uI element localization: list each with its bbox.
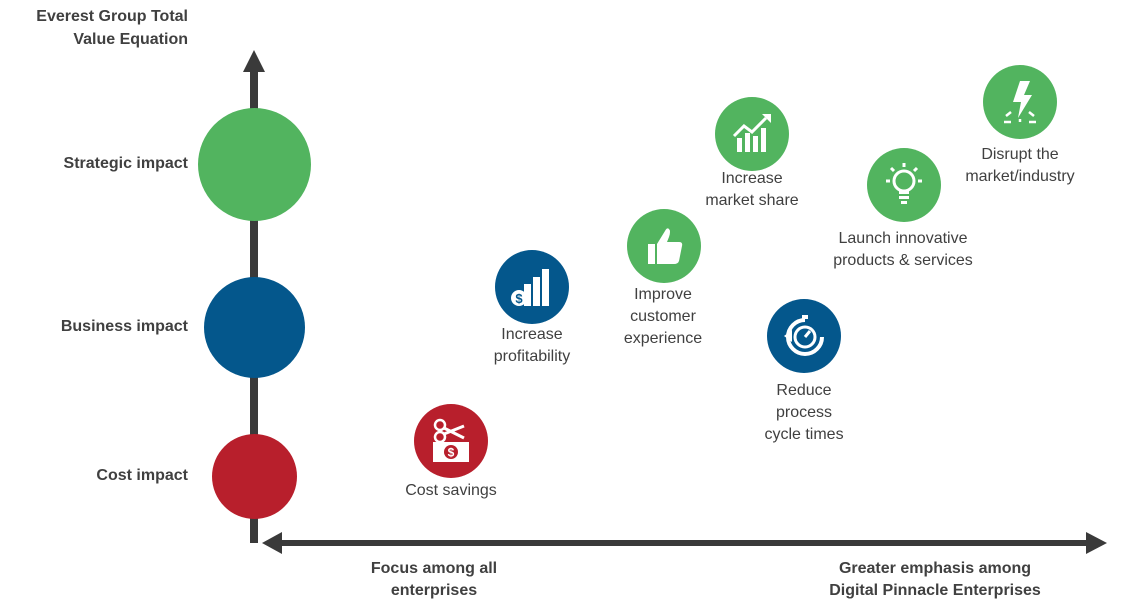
customer-experience-line-3: experience — [623, 330, 703, 347]
stopwatch-cycle-icon — [767, 299, 841, 373]
diagram-title: Everest Group Total Value Equation — [0, 8, 188, 54]
cycle-times-line-1: Reduce — [776, 382, 832, 399]
bar-chart-dollar-icon: $ — [495, 250, 569, 324]
cost-savings-label: Cost savings — [405, 480, 497, 502]
cost-impact-circle — [212, 434, 297, 519]
profitability-line-2: profitability — [493, 348, 571, 365]
profitability-line-1: Increase — [501, 326, 563, 343]
strategic-impact-circle — [198, 108, 311, 221]
customer-experience-line-1: Improve — [634, 286, 692, 303]
cycle-times-line-3: cycle times — [764, 426, 844, 443]
profitability-label: Increase profitability — [494, 324, 570, 368]
strategic-impact-label: Strategic impact — [63, 155, 188, 172]
customer-experience-label: Improve customer experience — [624, 284, 702, 350]
x-axis-right-label: Greater emphasis among Digital Pinnacle … — [829, 558, 1041, 602]
innovative-line-1: Launch innovative — [838, 230, 968, 247]
lightbulb-icon — [867, 148, 941, 222]
market-share-line-1: Increase — [721, 170, 783, 187]
business-impact-label: Business impact — [60, 318, 188, 335]
growth-chart-icon — [715, 97, 789, 171]
x-axis-right-line-1: Greater emphasis among — [838, 560, 1032, 577]
disrupt-label: Disrupt the market/industry — [965, 144, 1074, 188]
innovative-line-2: products & services — [833, 252, 973, 269]
cycle-times-line-2: process — [775, 404, 833, 421]
lightning-icon — [983, 65, 1057, 139]
title-line-1: Everest Group Total — [36, 8, 188, 25]
title-line-2: Value Equation — [73, 31, 188, 48]
disrupt-line-1: Disrupt the — [981, 146, 1059, 163]
innovative-label: Launch innovative products & services — [833, 228, 973, 272]
x-axis-left-label: Focus among all enterprises — [371, 558, 497, 602]
x-axis-left-arrowhead — [262, 532, 282, 554]
disrupt-line-2: market/industry — [965, 168, 1075, 185]
x-axis-right-arrowhead — [1086, 532, 1107, 554]
svg-text:$: $ — [515, 291, 523, 306]
business-impact-circle — [204, 277, 305, 378]
cost-savings-line-1: Cost savings — [405, 482, 497, 499]
market-share-label: Increase market share — [705, 168, 798, 212]
cycle-times-label: Reduce process cycle times — [764, 380, 843, 446]
customer-experience-line-2: customer — [630, 308, 696, 325]
x-axis-left-line-1: Focus among all — [370, 560, 498, 577]
y-axis-arrowhead — [243, 50, 265, 72]
svg-text:$: $ — [448, 446, 455, 460]
cost-impact-label: Cost impact — [96, 467, 188, 484]
x-axis-left-line-2: enterprises — [390, 582, 478, 599]
thumbs-up-icon — [627, 209, 701, 283]
market-share-line-2: market share — [705, 192, 799, 209]
x-axis-right-line-2: Digital Pinnacle Enterprises — [829, 582, 1041, 599]
scissors-dollar-icon: $ — [414, 404, 488, 478]
